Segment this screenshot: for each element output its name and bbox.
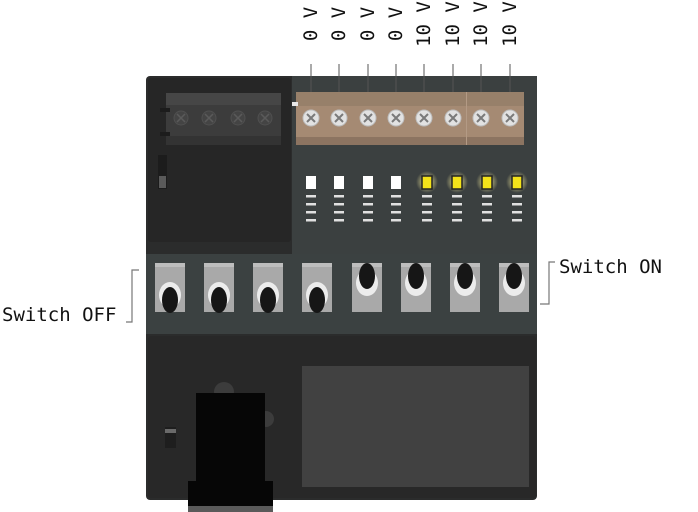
switch-on-label: Switch ON <box>559 256 662 278</box>
led-8 <box>506 171 528 222</box>
terminal-leader-lines <box>310 64 511 92</box>
switch-4[interactable] <box>302 263 332 313</box>
power-jack <box>196 393 265 484</box>
led-1 <box>306 176 316 222</box>
switch-2[interactable] <box>204 263 234 313</box>
switch-8[interactable] <box>499 263 529 312</box>
dip-switches <box>155 263 529 313</box>
switch-off-label: Switch OFF <box>2 304 117 326</box>
switch-6[interactable] <box>401 263 431 312</box>
led-7 <box>476 171 498 222</box>
small-diode <box>165 427 176 448</box>
switch-3[interactable] <box>253 263 283 313</box>
switch-on-bracket <box>540 261 555 305</box>
led-3 <box>363 176 373 222</box>
terminal-screws <box>302 109 519 127</box>
led-4 <box>391 176 401 222</box>
led-5 <box>416 171 438 222</box>
switch-1[interactable] <box>155 263 185 313</box>
led-indicators <box>306 171 528 222</box>
small-component <box>158 155 167 189</box>
switch-5[interactable] <box>352 263 382 312</box>
led-6 <box>446 171 468 222</box>
switch-off-bracket <box>126 269 139 323</box>
led-2 <box>334 176 344 222</box>
switch-7[interactable] <box>450 263 480 312</box>
bottom-display-area <box>302 366 529 487</box>
